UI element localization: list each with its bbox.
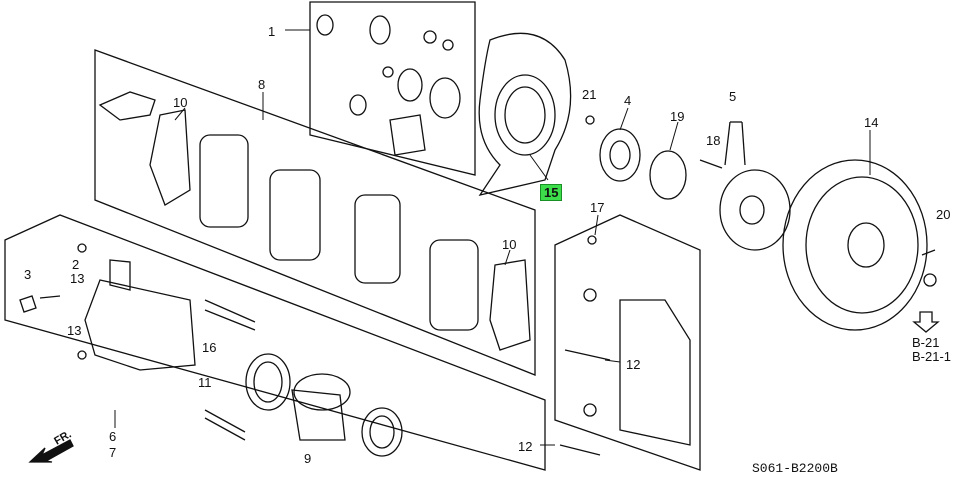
- caliper-body: [19, 243, 196, 371]
- callout-13b: 13: [67, 323, 82, 338]
- callout-9: 9: [304, 451, 312, 466]
- callout-3: 3: [24, 267, 32, 282]
- seal-kit-box: [309, 1, 476, 176]
- callout-12a: 12: [626, 357, 641, 372]
- down-arrow-icon: [912, 311, 940, 333]
- caliper-hardware: [204, 299, 403, 457]
- bracket-box: [554, 214, 701, 471]
- callout-18: 18: [706, 133, 721, 148]
- callout-12b: 12: [518, 439, 533, 454]
- callout-8: 8: [258, 77, 266, 92]
- callout-21: 21: [582, 87, 597, 102]
- callout-15: 15: [540, 184, 563, 201]
- callout-5: 5: [729, 89, 737, 104]
- diagram-code: S061-B2200B: [752, 461, 838, 476]
- ref-b21: B-21: [912, 335, 940, 350]
- callout-4: 4: [624, 93, 632, 108]
- callout-16: 16: [202, 340, 217, 355]
- callout-13a: 13: [70, 271, 85, 286]
- hub-bearing: [585, 115, 791, 251]
- brake-disc: [782, 159, 937, 331]
- seal-kit-parts: [316, 14, 461, 156]
- splash-shield: [478, 32, 572, 197]
- callout-17: 17: [590, 200, 605, 215]
- callout-11: 11: [198, 375, 212, 390]
- callout-6: 6: [109, 429, 117, 444]
- callout-2: 2: [72, 257, 80, 272]
- callout-7: 7: [109, 445, 117, 460]
- leader-lines: [114, 29, 871, 446]
- callout-19: 19: [670, 109, 685, 124]
- caliper-bracket: [559, 235, 691, 456]
- callout-10b: 10: [502, 237, 517, 252]
- callout-1: 1: [268, 24, 276, 39]
- ref-b211: B-21-1: [912, 349, 952, 364]
- callout-14: 14: [864, 115, 879, 130]
- callout-10a: 10: [173, 95, 188, 110]
- callout-20: 20: [936, 207, 951, 222]
- caliper-assy-box: [4, 214, 546, 471]
- brake-pads: [98, 91, 531, 351]
- fr-arrow-icon: [28, 439, 74, 463]
- pad-set-box: [94, 49, 536, 376]
